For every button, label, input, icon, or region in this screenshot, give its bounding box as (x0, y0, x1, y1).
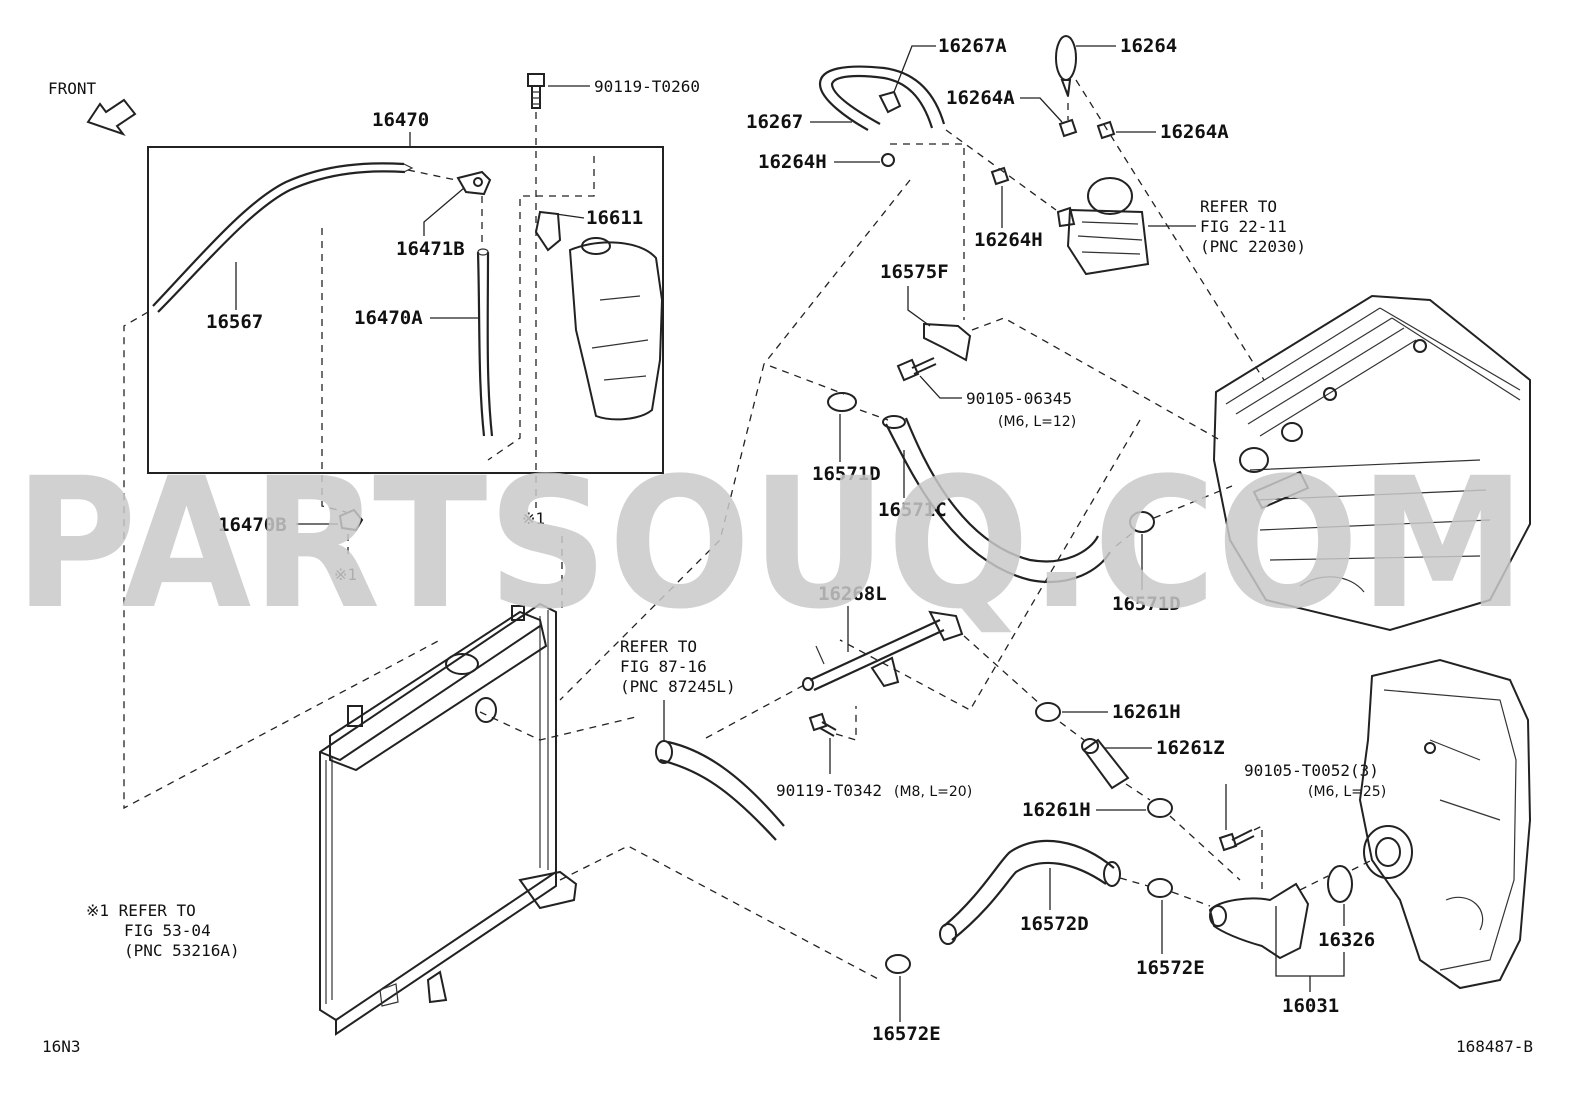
label-16268l: 16268L (818, 583, 887, 605)
watermark: PARTSOUQ.COM (14, 440, 1526, 649)
bolt-90119-t0260[interactable] (527, 73, 545, 109)
spec-90119-t0342: (M8, L=20) (894, 784, 972, 800)
label-16572e-a: 16572E (1136, 957, 1205, 979)
diagram-code: 16N3 (42, 1037, 81, 1056)
label-16261z: 16261Z (1156, 737, 1225, 759)
hose-16261z[interactable] (1081, 738, 1130, 790)
marker-1-a: ※1 (522, 509, 545, 528)
gasket-16326[interactable] (1327, 865, 1353, 903)
label-90119-t0260: 90119-T0260 (594, 77, 700, 96)
label-16575f: 16575F (880, 261, 949, 283)
front-label: FRONT (48, 79, 97, 98)
clamp-16571d-a[interactable] (827, 392, 857, 412)
hose-16267[interactable] (818, 65, 946, 131)
clamp-16571d-b[interactable] (1129, 511, 1155, 533)
refer-22-line2: FIG 22-11 (1200, 217, 1287, 236)
label-90105-06345: 90105-06345 (966, 389, 1072, 408)
marker-1-b: ※1 (334, 565, 357, 584)
reservoir-group-box (147, 146, 664, 474)
label-16031: 16031 (1282, 995, 1339, 1017)
label-16571d-a: 16571D (812, 463, 881, 485)
refer-53-line3: (PNC 53216A) (124, 941, 240, 960)
label-16611: 16611 (586, 207, 643, 229)
label-16571c: 16571C (878, 499, 947, 521)
pipe-16268l[interactable] (802, 610, 964, 691)
front-arrow-icon (86, 98, 137, 136)
label-16470b: 16470B (218, 514, 287, 536)
bolt-90119-t0342[interactable] (808, 712, 837, 737)
refer-22-line3: (PNC 22030) (1200, 237, 1306, 256)
spec-90105-06345: (M6, L=12) (998, 414, 1076, 430)
label-16264h-b: 16264H (974, 229, 1043, 251)
hose-16571c[interactable] (882, 415, 1111, 583)
hose-87245l[interactable] (655, 740, 785, 841)
label-16470: 16470 (372, 109, 429, 131)
clamp-16261h-a[interactable] (1035, 702, 1061, 722)
label-16264: 16264 (1120, 35, 1177, 57)
clip-16264a-a[interactable] (1058, 118, 1078, 138)
label-16470a: 16470A (354, 307, 423, 329)
label-16264h-a: 16264H (758, 151, 827, 173)
refer-22-line1: REFER TO (1200, 197, 1277, 216)
label-16471b: 16471B (396, 238, 465, 260)
refer-53-line1: ※1 REFER TO (86, 901, 196, 920)
label-16326: 16326 (1318, 929, 1375, 951)
label-16267: 16267 (746, 111, 803, 133)
clamp-16264h-top[interactable] (881, 153, 895, 167)
hose-16567[interactable] (152, 162, 414, 313)
refer-87-line1: REFER TO (620, 637, 697, 656)
bracket-16575f[interactable] (923, 322, 972, 362)
label-90119-t0342: 90119-T0342 (776, 781, 882, 800)
hose-16572d[interactable] (939, 839, 1121, 945)
label-16567: 16567 (206, 311, 263, 333)
spec-90105-t0052: (M6, L=25) (1308, 784, 1386, 800)
label-16261h-b: 16261H (1022, 799, 1091, 821)
label-90105-t0052: 90105-T0052(3) (1244, 761, 1379, 780)
radiator[interactable] (319, 602, 578, 1036)
bolt-90105-06345[interactable] (896, 357, 937, 382)
water-inlet-16031[interactable] (1208, 882, 1310, 960)
clamp-16261h-b[interactable] (1147, 798, 1173, 818)
fitting-16267a[interactable] (878, 90, 902, 114)
clip-16264a-b[interactable] (1096, 120, 1116, 140)
clamp-16572e-a[interactable] (1147, 878, 1173, 898)
label-16264a-a: 16264A (946, 87, 1015, 109)
reservoir-tank-16611[interactable] (534, 210, 664, 421)
cap-16264[interactable] (1055, 35, 1077, 97)
refer-87-line3: (PNC 87245L) (620, 677, 736, 696)
label-16264a-b: 16264A (1160, 121, 1229, 143)
label-16267a: 16267A (938, 35, 1007, 57)
clamp-16572e-b[interactable] (885, 954, 911, 974)
refer-87-line2: FIG 87-16 (620, 657, 707, 676)
engine-timing-cover (1358, 658, 1532, 990)
engine-cylinder-head (1212, 294, 1531, 632)
throttle-body-22030[interactable] (1056, 177, 1150, 276)
clip-16264h-b[interactable] (990, 166, 1010, 186)
label-16572e-b: 16572E (872, 1023, 941, 1045)
label-16571d-b: 16571D (1112, 593, 1181, 615)
bolt-90105-t0052[interactable] (1218, 829, 1255, 852)
clip-16470b[interactable] (338, 508, 364, 532)
label-16261h-a: 16261H (1112, 701, 1181, 723)
refer-53-line2: FIG 53-04 (124, 921, 211, 940)
fitting-16471b[interactable] (456, 170, 492, 196)
tube-16470a[interactable] (476, 248, 494, 437)
label-16572d: 16572D (1020, 913, 1089, 935)
figure-id: 168487-B (1456, 1037, 1533, 1056)
